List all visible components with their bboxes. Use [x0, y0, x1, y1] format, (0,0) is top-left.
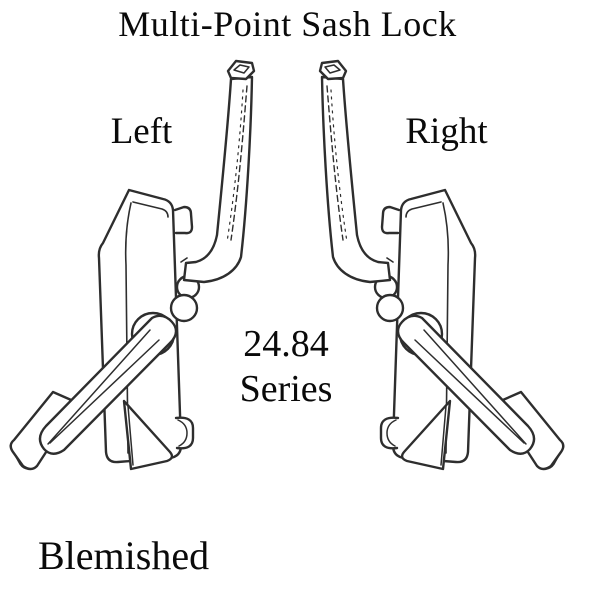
page-title: Multi-Point Sash Lock: [118, 4, 457, 44]
variant-label-left: Left: [110, 111, 173, 152]
variant-label-right: Right: [405, 111, 488, 152]
series-number: 24.84: [243, 323, 329, 365]
series-word: Series: [239, 367, 333, 410]
condition-note: Blemished: [38, 533, 210, 578]
series-label: 24.84 Series: [224, 322, 348, 412]
